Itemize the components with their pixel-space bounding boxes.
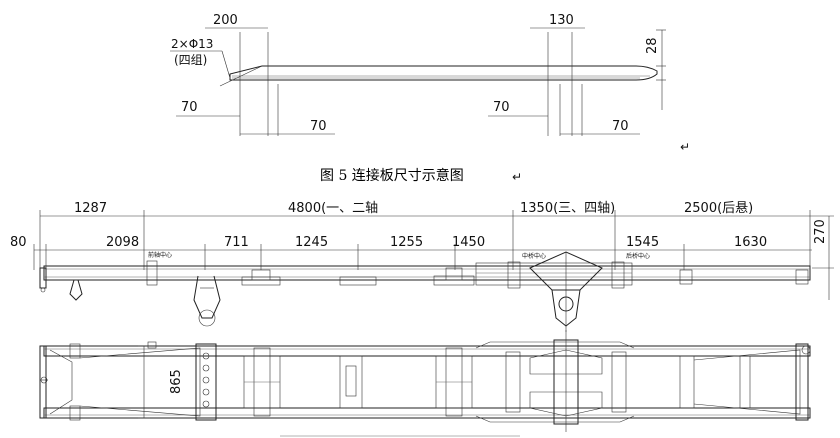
- figure-caption: 图 5 连接板尺寸示意图: [320, 167, 464, 184]
- dim-2098: 2098: [106, 235, 139, 250]
- dim-70-d: 70: [612, 119, 629, 134]
- front-axle-center-label: 前轴中心: [148, 251, 172, 259]
- dim-1630: 1630: [734, 235, 767, 250]
- tandem-cross-member: [529, 330, 603, 432]
- frame-plan-view: 865: [39, 330, 811, 432]
- middle-axle-center-label: 中桥中心: [522, 252, 546, 260]
- dim-1545: 1545: [626, 235, 659, 250]
- dim-711: 711: [224, 235, 249, 250]
- dim-70-c: 70: [493, 100, 510, 115]
- dim-200: 200: [213, 13, 238, 28]
- connecting-plate-drawing: 200 130 28 2×Φ13 (四组) 70 70 70 70 ↵: [170, 13, 690, 154]
- dim-70-a: 70: [181, 100, 198, 115]
- plate-outline: [229, 65, 658, 81]
- dim-1245: 1245: [295, 235, 328, 250]
- frame-dimensions: 1287 4800(一、二轴 1350(三、四轴) 2500(后悬) 80 20…: [10, 201, 834, 300]
- dim-1255: 1255: [390, 235, 423, 250]
- dim-1350: 1350(三、四轴): [520, 201, 615, 216]
- dim-865: 865: [169, 369, 184, 394]
- dim-2500: 2500(后悬): [684, 201, 753, 216]
- dim-130: 130: [549, 13, 574, 28]
- holes-note: 2×Φ13: [171, 37, 213, 51]
- dim-270: 270: [813, 219, 828, 244]
- cross-member-1: [243, 347, 281, 417]
- cross-member-2: [339, 355, 363, 409]
- holes-group-note: (四组): [174, 53, 207, 67]
- dim-70-b: 70: [310, 119, 327, 134]
- frame-side-view: 前轴中心 中桥中心 后桥中心: [39, 251, 811, 332]
- rear-axle-center-label: 后桥中心: [626, 252, 650, 260]
- dim-1450: 1450: [452, 235, 485, 250]
- dim-28: 28: [645, 37, 660, 54]
- dim-4800: 4800(一、二轴: [288, 201, 378, 216]
- dim-80: 80: [10, 235, 27, 250]
- hole-centerlines: [239, 32, 583, 136]
- cross-member-3: [435, 347, 473, 417]
- dim-1287: 1287: [74, 201, 107, 216]
- caption-mark: ↵: [512, 170, 522, 184]
- stray-mark: ↵: [680, 140, 690, 154]
